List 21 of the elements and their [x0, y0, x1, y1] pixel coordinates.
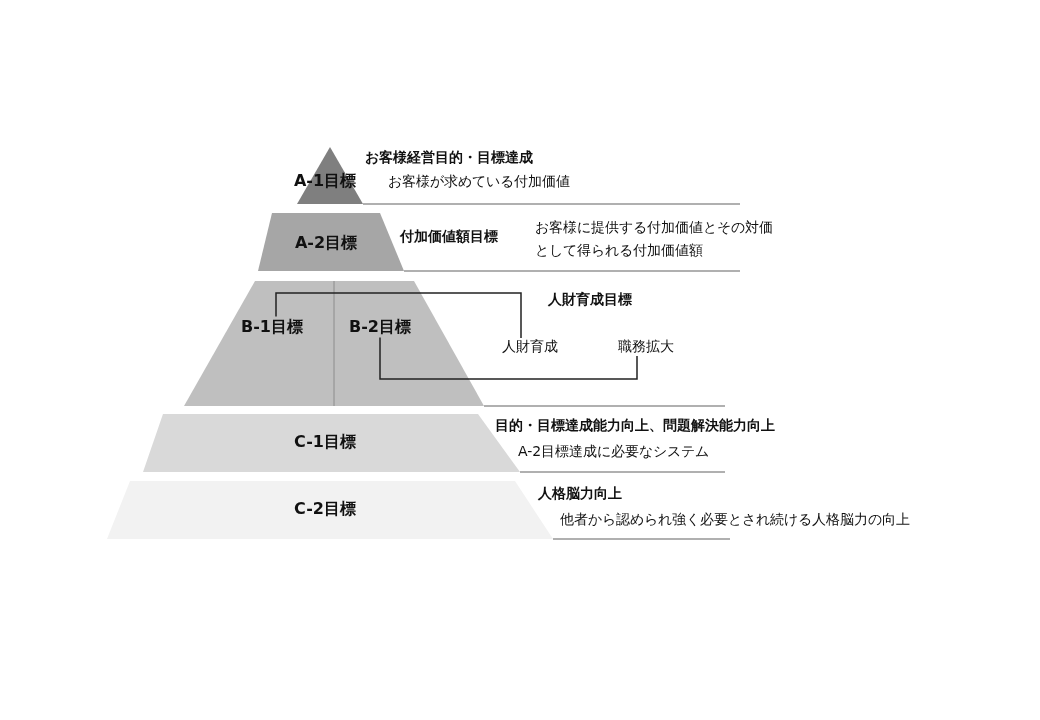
layer-label: A-2目標 [294, 232, 358, 254]
item-label: 職務拡大 [618, 338, 674, 356]
bracket-connector [379, 336, 638, 380]
goal-description: お客様が求めている付加価値 [388, 172, 570, 191]
goal-heading: 目的・目標達成能力向上、問題解決能力向上 [495, 416, 775, 435]
pyramid-layer [107, 481, 553, 539]
goal-label: B-1目標 [241, 316, 303, 338]
section-heading: 人財育成目標 [548, 290, 632, 309]
goal-heading: お客様経営目的・目標達成 [365, 148, 533, 167]
goal-heading: 人格脳力向上 [538, 484, 622, 503]
item-label: 人財育成 [502, 338, 558, 356]
goal-label: B-2目標 [349, 316, 411, 338]
goal-description: 他者から認められ強く必要とされ続ける人格脳力の向上 [560, 510, 910, 529]
pyramid-band [184, 281, 484, 406]
goal-description: お客様に提供する付加価値とその対価として得られる付加価値額 [535, 218, 774, 260]
layer-label: C-2目標 [294, 498, 356, 520]
pyramid-layer [143, 414, 520, 472]
bracket-connector [275, 292, 522, 339]
goal-description: A-2目標達成に必要なシステム [518, 442, 710, 461]
layer-label: C-1目標 [294, 431, 356, 453]
goal-heading: 付加価値額目標 [400, 227, 498, 246]
